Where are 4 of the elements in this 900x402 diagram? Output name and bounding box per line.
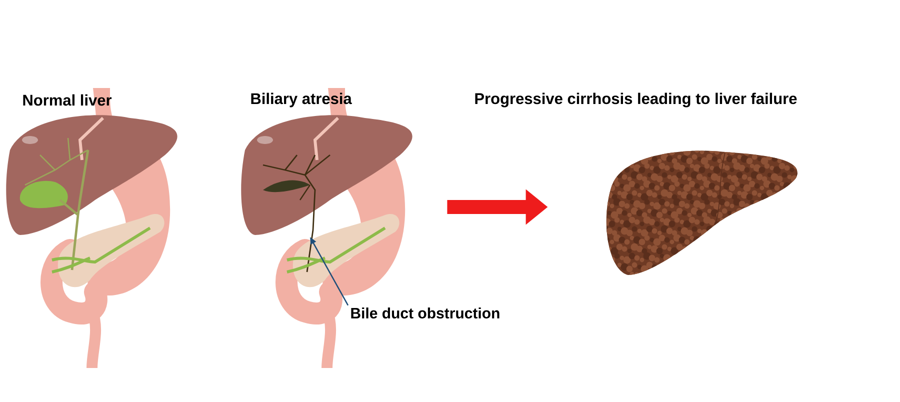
heading: Biliary atresia — [251, 92, 352, 108]
callout-text: Bile duct obstruction — [351, 308, 500, 318]
heading: Normal liver — [23, 94, 112, 106]
heading: Progressive cirrhosis leading to liver failure — [475, 92, 797, 108]
